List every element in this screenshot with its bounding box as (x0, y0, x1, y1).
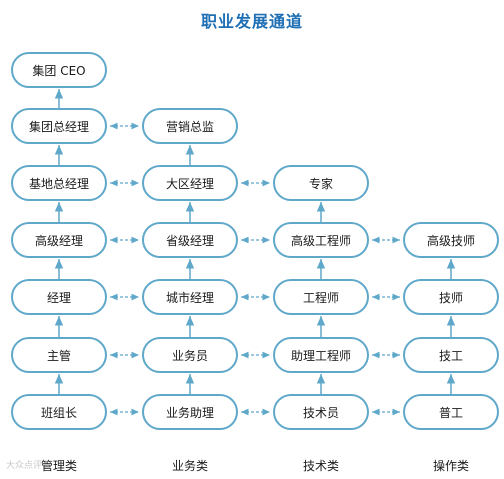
node-manager: 经理 (11, 279, 107, 315)
node-marketing-director: 营销总监 (142, 108, 238, 144)
node-skilled-worker: 技工 (403, 337, 499, 373)
node-expert: 专家 (273, 165, 369, 201)
category-operations-label: 操作类 (432, 459, 469, 473)
node-assistant-engineer: 助理工程师 (273, 337, 369, 373)
watermark: 大众点评 (6, 461, 43, 471)
node-supervisor: 主管 (11, 337, 107, 373)
category-business-label: 业务类 (171, 459, 208, 473)
diagram-title: 职业发展通道 (200, 12, 303, 31)
node-regional-manager: 大区经理 (142, 165, 238, 201)
node-group-ceo: 集团 CEO (11, 52, 107, 88)
node-engineer: 工程师 (273, 279, 369, 315)
node-senior-technician: 高级技师 (403, 222, 499, 258)
category-technical-label: 技术类 (302, 459, 339, 473)
node-technician: 技术员 (273, 394, 369, 430)
node-provincial-manager: 省级经理 (142, 222, 238, 258)
node-general-worker: 普工 (403, 394, 499, 430)
category-management-label: 管理类 (40, 459, 77, 473)
node-senior-manager: 高级经理 (11, 222, 107, 258)
node-salesperson: 业务员 (142, 337, 238, 373)
node-team-leader: 班组长 (11, 394, 107, 430)
node-sales-assistant: 业务助理 (142, 394, 238, 430)
node-base-general-manager: 基地总经理 (11, 165, 107, 201)
node-city-manager: 城市经理 (142, 279, 238, 315)
node-senior-engineer: 高级工程师 (273, 222, 369, 258)
node-skilled-technician: 技师 (403, 279, 499, 315)
node-group-general-manager: 集团总经理 (11, 108, 107, 144)
